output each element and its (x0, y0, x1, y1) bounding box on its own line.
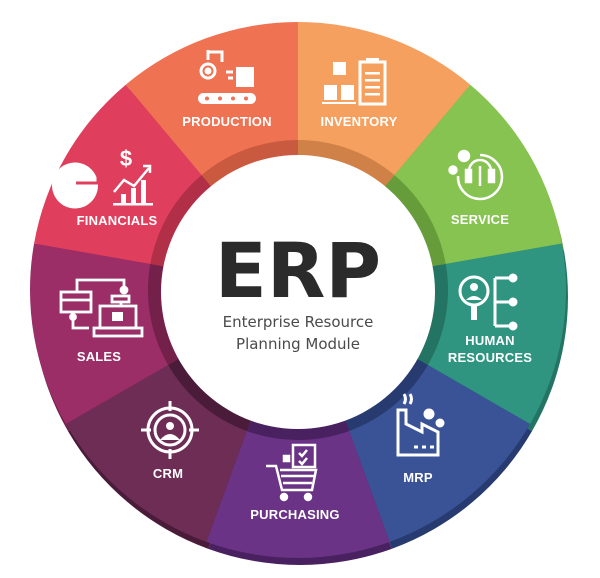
segment-human_resources[interactable] (414, 243, 566, 424)
mrp-factory-gears-icon (396, 393, 445, 457)
segment-rim-financials (150, 175, 212, 267)
segment-purchasing[interactable] (206, 416, 390, 558)
module-sales[interactable]: SALES (59, 278, 144, 364)
module-label-purchasing: PURCHASING (250, 507, 339, 522)
crm-target-person-icon (141, 401, 199, 459)
segment-rim-production (201, 140, 298, 187)
module-label-mrp: MRP (403, 470, 433, 485)
module-service[interactable]: SERVICE (448, 149, 510, 227)
module-mrp[interactable]: MRP (396, 393, 445, 485)
segment-production[interactable] (125, 22, 299, 187)
inventory-boxes-clipboard-icon (322, 58, 387, 106)
module-label-hr-line-2: RESOURCES (448, 350, 532, 365)
segment-rim-service (384, 175, 446, 267)
module-label-production: PRODUCTION (182, 114, 271, 129)
segment-sales[interactable] (29, 243, 182, 424)
module-label-service: SERVICE (451, 212, 509, 227)
svg-text:$: $ (120, 146, 132, 171)
sales-cash-register-icon (59, 278, 144, 338)
hr-search-person-icon (458, 273, 518, 331)
module-label-inventory: INVENTORY (321, 114, 398, 129)
module-human-resources[interactable]: HUMAN RESOURCES (448, 273, 532, 365)
purchasing-cart-checklist-icon (266, 443, 318, 502)
production-robot-conveyor-icon (198, 50, 256, 104)
module-label-crm: CRM (153, 466, 183, 481)
service-headset-wrench-icon (448, 149, 504, 201)
center-disc (161, 155, 435, 429)
module-purchasing[interactable]: PURCHASING (250, 443, 340, 522)
segment-rim-inventory (298, 140, 395, 187)
module-inventory[interactable]: INVENTORY (321, 58, 398, 129)
module-financials[interactable]: $ FINANCIALS (52, 146, 157, 228)
module-label-sales: SALES (77, 349, 121, 364)
module-production[interactable]: PRODUCTION (182, 50, 271, 129)
page-title: ERP (215, 226, 381, 315)
subtitle-line-1: Enterprise Resource (223, 313, 374, 331)
subtitle-line-2: Planning Module (236, 335, 360, 353)
module-label-financials: FINANCIALS (77, 213, 158, 228)
financials-chart-dollar-icon: $ (52, 146, 153, 209)
module-crm[interactable]: CRM (141, 401, 199, 481)
module-label-hr-line-1: HUMAN (465, 333, 514, 348)
